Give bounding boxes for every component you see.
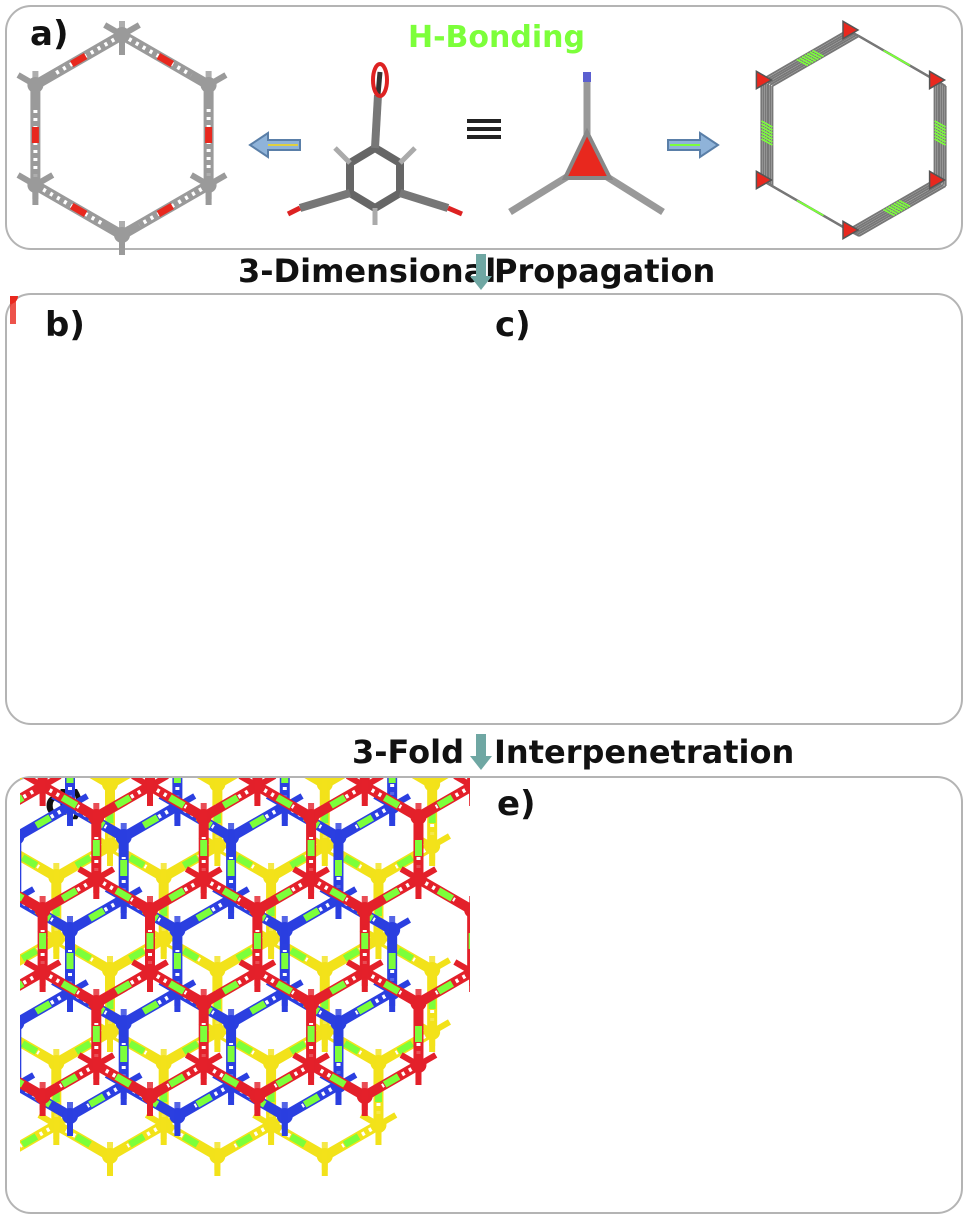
h-bonding-label: H-Bonding [408, 20, 585, 55]
panel-b-molecular-network [10, 296, 18, 324]
step-caption-interpenetration-right: Interpenetration [494, 733, 795, 771]
panel-bc [5, 293, 963, 725]
step-caption-interpenetration-left: 3-Fold [352, 733, 464, 771]
arrow-left-icon [248, 131, 301, 159]
panel-c-schematic-network [490, 296, 960, 726]
panel-d-interpenetrated-molecular-network [20, 778, 470, 1176]
trigonal-node-schematic [508, 72, 665, 215]
step-caption-propagation-left: 3-Dimensional [238, 252, 497, 290]
panel-a-artwork [16, 19, 947, 255]
schematic-hexagon-right [755, 19, 947, 241]
panel-label-b: b) [45, 305, 85, 345]
molecular-hexagon-left [16, 21, 228, 255]
panel-e-interpenetrated-schematic-network [490, 778, 960, 1213]
down-arrow-icon [470, 734, 492, 770]
arrow-right-icon [667, 131, 720, 159]
down-arrow-icon [470, 254, 492, 290]
panel-label-c: c) [495, 305, 531, 345]
step-caption-propagation-right: Propagation [494, 252, 716, 290]
equivalence-icon [467, 119, 501, 139]
panel-label-a: a) [30, 14, 69, 54]
panel-label-e: e) [497, 784, 536, 824]
molecule-structure [286, 62, 463, 225]
